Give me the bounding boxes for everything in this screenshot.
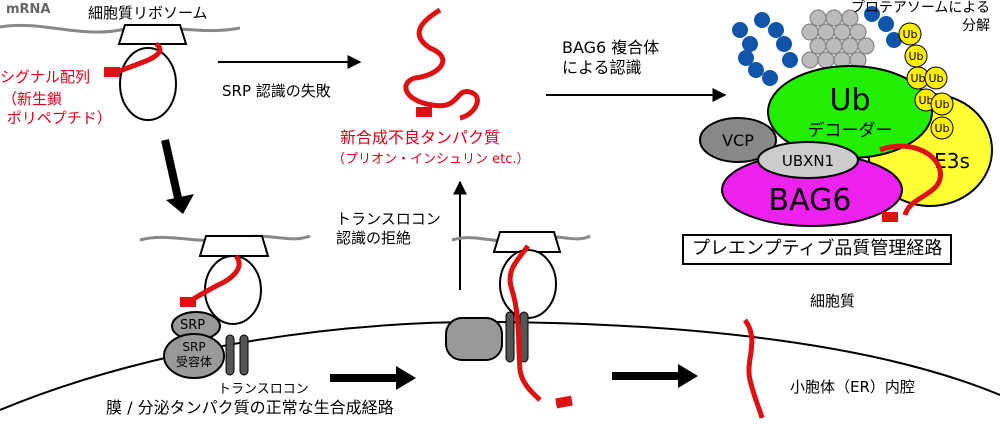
srp-label: SRP [180, 318, 206, 333]
ub-tag-3: Ub [910, 72, 925, 85]
defective-examples-label: （プリオン・インシュリン etc.） [332, 152, 530, 167]
signal-sequence-mark [104, 67, 120, 77]
misfolded-signal-mark [416, 107, 432, 117]
signal-sequence-label: シグナル配列 [0, 68, 91, 86]
translocon-bar-3 [505, 311, 515, 363]
nascent-chain-translocon [507, 244, 542, 402]
ub-tag-5: Ub [928, 72, 943, 85]
bag6-label: BAG6 [769, 183, 852, 218]
proteasome-degradation-label: プロテアソームによる 分解 [850, 0, 990, 34]
translocon-bar-2 [239, 334, 249, 376]
ub-tag-7: Ub [934, 122, 949, 135]
ub-tag-4: Ub [918, 94, 933, 107]
preemptive-pathway-label: プレエンプティブ品質管理経路 [682, 234, 953, 265]
arrow-to-er-targeting-head [166, 194, 194, 214]
srp-failure-label: SRP 認識の失敗 [222, 82, 331, 100]
ub-decoder-sub: デコーダー [808, 120, 893, 141]
translocon-label: トランスロコン [218, 382, 309, 397]
mrna-label: mRNA [6, 2, 51, 17]
nascent-chain-label: （新生鎖 ポリペプチド） [2, 90, 112, 127]
vcp-protein [699, 117, 777, 163]
mature-protein-chain [742, 318, 765, 419]
substrate-chain-bound [879, 143, 943, 216]
ribosome-er-bound [198, 235, 270, 325]
ribosome-translocon [492, 231, 562, 319]
ubiquitin-chains [732, 6, 902, 86]
er-lumen-label: 小胞体（ER）内腔 [790, 378, 915, 396]
cytoplasm-label: 細胞質 [810, 292, 856, 310]
ub-decoder-title: Ub [829, 83, 870, 118]
ub-tag-1: Ub [902, 28, 917, 41]
cytoplasmic-ribosome-label: 細胞質リボソーム [88, 4, 208, 22]
arrow-to-er-targeting [161, 139, 182, 199]
translocon-rejection-label: トランスロコン 認識の拒絶 [336, 210, 441, 247]
signal-sequence-mark-2 [180, 297, 196, 307]
arrow-normal-pathway-1-head [396, 366, 416, 390]
cleaved-signal-mark [555, 395, 573, 409]
translocon-bar-1 [225, 334, 235, 376]
ub-tag-6: Ub [934, 98, 949, 111]
vcp-label: VCP [722, 131, 754, 150]
defective-protein-label: 新合成不良タンパク質 [340, 128, 501, 147]
normal-pathway-label: 膜 / 分泌タンパク質の正常な生合成経路 [106, 398, 394, 417]
ubiquitin-tags: Ub Ub Ub Ub Ub Ub Ub [898, 22, 954, 140]
substrate-signal-mark [882, 212, 898, 222]
ribosome-cytoplasmic [117, 24, 188, 121]
arrow-normal-pathway-2-head [678, 364, 698, 388]
srp-receptor [163, 333, 225, 379]
srp-receptor-label: SRP 受容体 [175, 340, 212, 369]
translocon-channel [445, 317, 503, 361]
ubxn1-protein [757, 141, 859, 179]
nascent-chain-top [115, 41, 163, 75]
ub-tag-2: Ub [908, 50, 923, 63]
bag6-recognition-label: BAG6 複合体 による認識 [562, 38, 660, 77]
er-membrane [0, 320, 1000, 411]
misfolded-protein-chain [403, 7, 480, 121]
proteasome [801, 9, 875, 69]
nascent-chain-srp [190, 254, 242, 303]
mrna-strand [0, 23, 241, 34]
ubxn1-label: UBXN1 [782, 152, 834, 170]
